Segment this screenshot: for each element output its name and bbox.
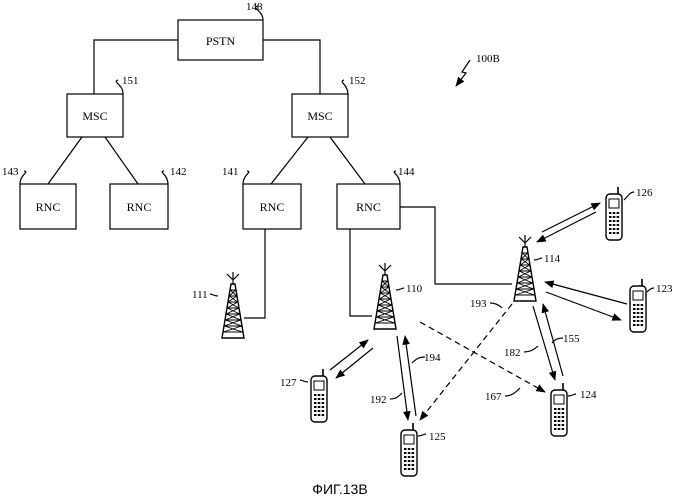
rnc-142-node: RNC 142: [110, 166, 187, 229]
tower-111: 111: [192, 272, 244, 338]
phone-123-ref: 123: [656, 283, 673, 295]
tower-111-icon: [222, 272, 244, 338]
tower-110-ref: 110: [406, 283, 423, 295]
phone-126-ref: 126: [636, 187, 653, 199]
phone-124-icon: [551, 383, 567, 436]
rnc-142-label: RNC: [127, 200, 152, 214]
msc-right-ref: 152: [349, 75, 366, 87]
tower-111-ref: 111: [192, 289, 208, 301]
phone-126: 126: [606, 187, 653, 240]
phone-124-ref: 124: [580, 389, 597, 401]
rnc-144-label: RNC: [356, 200, 381, 214]
phone-124: 124: [551, 383, 597, 436]
pstn-ref: 148: [246, 1, 263, 13]
tower-114-icon: [514, 235, 536, 301]
phone-127-icon: [311, 369, 327, 422]
link-182-label: 182: [504, 347, 521, 359]
figure-caption: ФИГ.13B: [312, 481, 367, 497]
msc-left-ref: 151: [122, 75, 139, 87]
link-167-label: 167: [485, 391, 502, 403]
system-label: 100B: [456, 53, 500, 86]
pstn-node: PSTN 148: [178, 1, 263, 60]
msc-right-label: MSC: [307, 109, 332, 123]
phone-127-ref: 127: [280, 377, 297, 389]
msc-left-node: MSC 151: [67, 75, 139, 137]
rnc-142-ref: 142: [170, 166, 187, 178]
phone-125: 125: [401, 423, 446, 476]
link-194-label: 194: [424, 352, 441, 364]
pstn-label: PSTN: [206, 34, 236, 48]
tower-110: 110: [374, 263, 423, 329]
rnc-143-node: RNC 143: [2, 166, 76, 229]
wireless-links: [330, 203, 627, 420]
phone-123: 123: [630, 279, 673, 332]
msc-right-node: MSC 152: [292, 75, 366, 137]
tower-114: 114: [514, 235, 561, 301]
rnc-144-ref: 144: [398, 166, 415, 178]
rnc-143-label: RNC: [36, 200, 61, 214]
phone-123-icon: [630, 279, 646, 332]
link-193-label: 193: [470, 298, 487, 310]
tower-110-icon: [374, 263, 396, 329]
system-ref: 100B: [476, 53, 500, 65]
rnc-141-node: RNC 141: [222, 166, 301, 229]
rnc-141-label: RNC: [260, 200, 285, 214]
phone-125-ref: 125: [429, 431, 446, 443]
link-155-label: 155: [563, 333, 580, 345]
phone-127: 127: [280, 369, 327, 422]
tower-114-ref: 114: [544, 253, 561, 265]
phone-125-icon: [401, 423, 417, 476]
rnc-141-ref: 141: [222, 166, 239, 178]
link-192-label: 192: [370, 394, 387, 406]
rnc-143-ref: 143: [2, 166, 19, 178]
link-labels: 193 194 192 182 155 167: [370, 298, 580, 406]
phone-126-icon: [606, 187, 622, 240]
wired-links: [48, 40, 512, 318]
rnc-144-node: RNC 144: [337, 166, 415, 229]
msc-left-label: MSC: [82, 109, 107, 123]
